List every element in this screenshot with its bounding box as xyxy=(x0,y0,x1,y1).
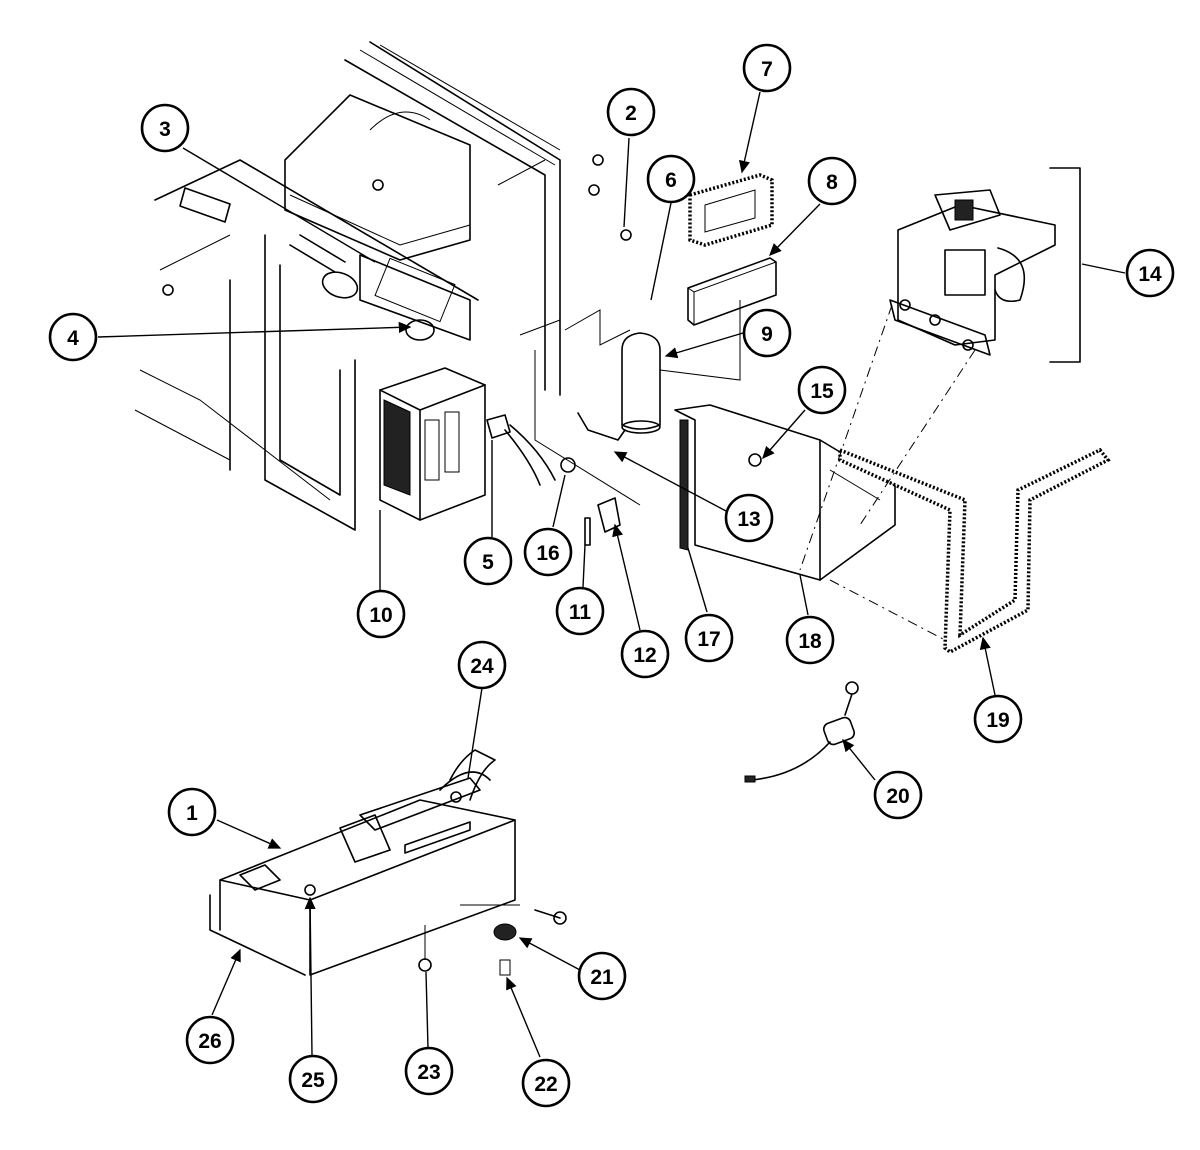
callout-22: 22 xyxy=(521,1058,571,1108)
callout-19: 19 xyxy=(973,694,1023,744)
callout-11: 11 xyxy=(555,586,605,636)
svg-text:19: 19 xyxy=(986,709,1009,732)
callout-15: 15 xyxy=(797,365,847,415)
fan-motor-assembly xyxy=(889,167,1081,363)
svg-text:13: 13 xyxy=(737,508,760,531)
svg-text:20: 20 xyxy=(886,785,909,808)
svg-text:23: 23 xyxy=(417,1061,440,1084)
callout-21: 21 xyxy=(577,951,627,1001)
svg-text:10: 10 xyxy=(369,604,392,627)
callout-13: 13 xyxy=(724,493,774,543)
callout-18: 18 xyxy=(785,615,835,665)
svg-text:26: 26 xyxy=(198,1030,221,1053)
svg-text:24: 24 xyxy=(470,655,494,678)
svg-text:7: 7 xyxy=(761,58,773,81)
cabinet-chassis xyxy=(134,41,632,531)
base-plate-assembly xyxy=(209,749,567,976)
callout-10: 10 xyxy=(356,589,406,639)
svg-text:6: 6 xyxy=(665,169,677,192)
callout-9: 9 xyxy=(742,308,792,358)
callout-4: 4 xyxy=(48,312,98,362)
svg-text:4: 4 xyxy=(67,327,79,350)
svg-text:9: 9 xyxy=(761,323,773,346)
callout-23: 23 xyxy=(404,1046,454,1096)
svg-text:15: 15 xyxy=(810,380,834,403)
seal-and-block xyxy=(687,173,777,326)
callout-2: 2 xyxy=(606,87,656,137)
svg-text:16: 16 xyxy=(536,542,559,565)
callout-17: 17 xyxy=(684,613,734,663)
callout-3: 3 xyxy=(140,103,190,153)
svg-text:25: 25 xyxy=(301,1069,325,1092)
svg-text:5: 5 xyxy=(482,551,494,574)
callout-20: 20 xyxy=(873,770,923,820)
svg-text:14: 14 xyxy=(1138,263,1162,286)
callout-12: 12 xyxy=(620,629,670,679)
svg-text:21: 21 xyxy=(590,966,614,989)
callout-5: 5 xyxy=(463,536,513,586)
svg-text:2: 2 xyxy=(625,102,637,125)
callout-6: 6 xyxy=(646,154,696,204)
svg-text:22: 22 xyxy=(534,1073,557,1096)
callout-8: 8 xyxy=(807,156,857,206)
svg-text:18: 18 xyxy=(798,630,822,653)
ferrite-wire-harness xyxy=(744,681,859,783)
callout-25: 25 xyxy=(288,1054,338,1104)
air-duct xyxy=(674,304,1111,655)
callout-24: 24 xyxy=(457,640,507,690)
svg-text:12: 12 xyxy=(633,644,656,667)
callout-14: 14 xyxy=(1125,248,1175,298)
callout-7: 7 xyxy=(742,43,792,93)
callout-1: 1 xyxy=(167,787,217,837)
svg-text:1: 1 xyxy=(186,802,198,825)
callout-16: 16 xyxy=(523,527,573,577)
svg-text:11: 11 xyxy=(569,601,592,624)
leader-lines xyxy=(97,91,1126,1058)
callout-26: 26 xyxy=(185,1015,235,1065)
center-components xyxy=(534,300,741,546)
svg-text:17: 17 xyxy=(697,628,720,651)
callouts: 1 2 3 4 5 6 7 8 xyxy=(48,43,1175,1108)
svg-text:8: 8 xyxy=(826,171,838,194)
svg-text:3: 3 xyxy=(159,118,171,141)
